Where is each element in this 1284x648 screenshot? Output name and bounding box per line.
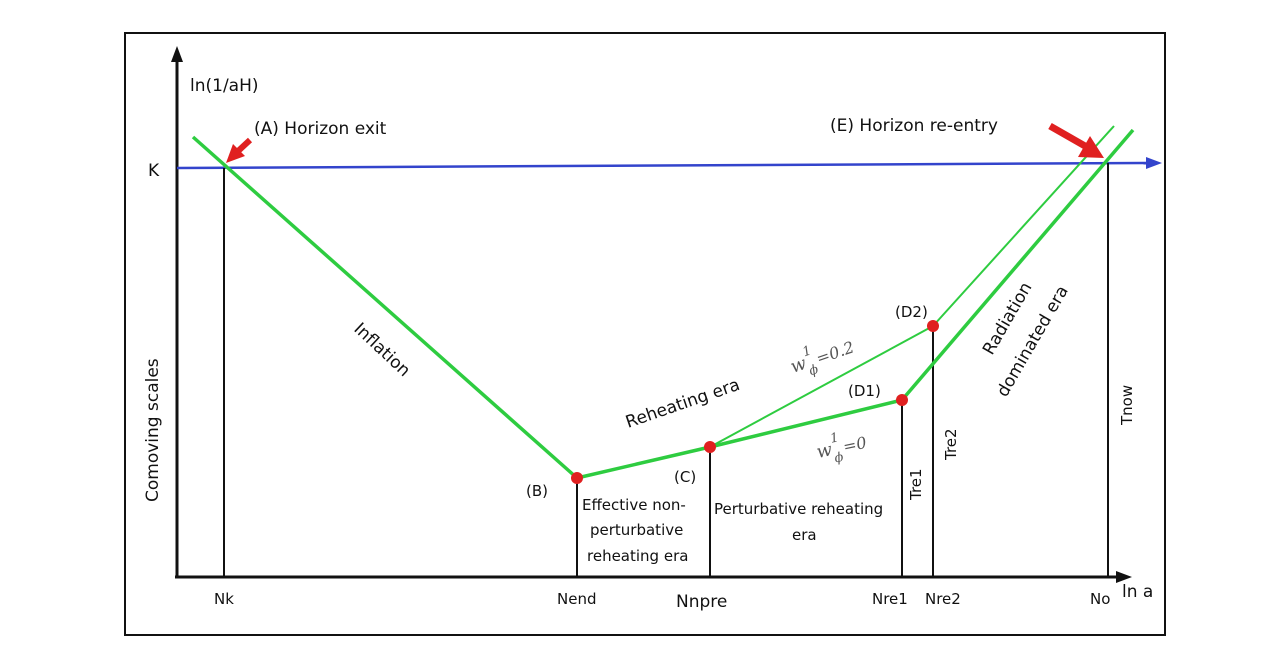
horizon-exit-arrow — [226, 137, 253, 163]
tick-nre2: Nre2 — [925, 590, 961, 608]
comoving-scales-label: Comoving scales — [143, 358, 163, 502]
radiation-line-2 — [932, 125, 1115, 327]
pert-era-line1: Perturbative reheating — [714, 500, 883, 518]
reheating-era-label: Reheating era — [623, 375, 742, 433]
label-point-d2: (D2) — [895, 303, 928, 321]
point-c — [704, 441, 716, 453]
np-era-line2: perturbative — [590, 521, 683, 539]
y-axis-label: ln(1/aH) — [190, 76, 259, 96]
y-axis-arrow — [171, 46, 183, 62]
tick-nend: Nend — [557, 590, 596, 608]
pert-reheating-w02-line — [709, 325, 934, 448]
x-axis-arrow — [1116, 571, 1132, 583]
point-b — [571, 472, 583, 484]
pert-era-line2: era — [792, 526, 817, 544]
eos-w0-w: w — [815, 439, 835, 463]
label-point-d1: (D1) — [848, 382, 881, 400]
tick-nk: Nk — [214, 590, 234, 608]
inflation-label: Inflation — [350, 319, 414, 381]
label-point-b: (B) — [526, 482, 548, 500]
point-d2 — [927, 320, 939, 332]
horizon-k-arrow — [1146, 157, 1162, 169]
x-axis-label: ln a — [1122, 582, 1153, 602]
np-era-line3: reheating era — [587, 547, 688, 565]
point-d1 — [896, 394, 908, 406]
k-label: K — [148, 161, 160, 181]
inflation-line — [191, 135, 579, 480]
eos-w02-w: w — [788, 353, 810, 378]
eos-w02-label: w 1 ϕ =0.2 — [788, 337, 857, 379]
eos-w0-sup: 1 — [829, 430, 840, 446]
eos-w0-sub: ϕ — [833, 450, 845, 467]
pert-reheating-w0-line — [709, 398, 903, 449]
eos-w0-val: =0 — [841, 433, 868, 456]
horizon-k-line — [176, 161, 1149, 170]
figure-frame — [124, 32, 1166, 636]
np-reheating-line — [576, 445, 711, 480]
tre2-label: Tre2 — [942, 428, 960, 461]
tre1-label: Tre1 — [907, 468, 925, 501]
tick-nnpre: Nnpre — [676, 592, 727, 612]
horizon-reentry-arrow — [1048, 122, 1104, 158]
label-point-e: (E) Horizon re-entry — [830, 116, 998, 136]
eos-w0-label: w 1 ϕ =0 — [815, 430, 869, 467]
tick-nre1: Nre1 — [872, 590, 908, 608]
label-point-c: (C) — [674, 468, 696, 486]
np-era-line1: Effective non- — [582, 496, 686, 514]
tnow-label: Tnow — [1118, 385, 1136, 426]
label-point-a: (A) Horizon exit — [254, 119, 387, 139]
tick-no: No — [1090, 590, 1110, 608]
eos-w02-val: =0.2 — [814, 337, 857, 368]
radiation-line-1 — [900, 128, 1135, 402]
